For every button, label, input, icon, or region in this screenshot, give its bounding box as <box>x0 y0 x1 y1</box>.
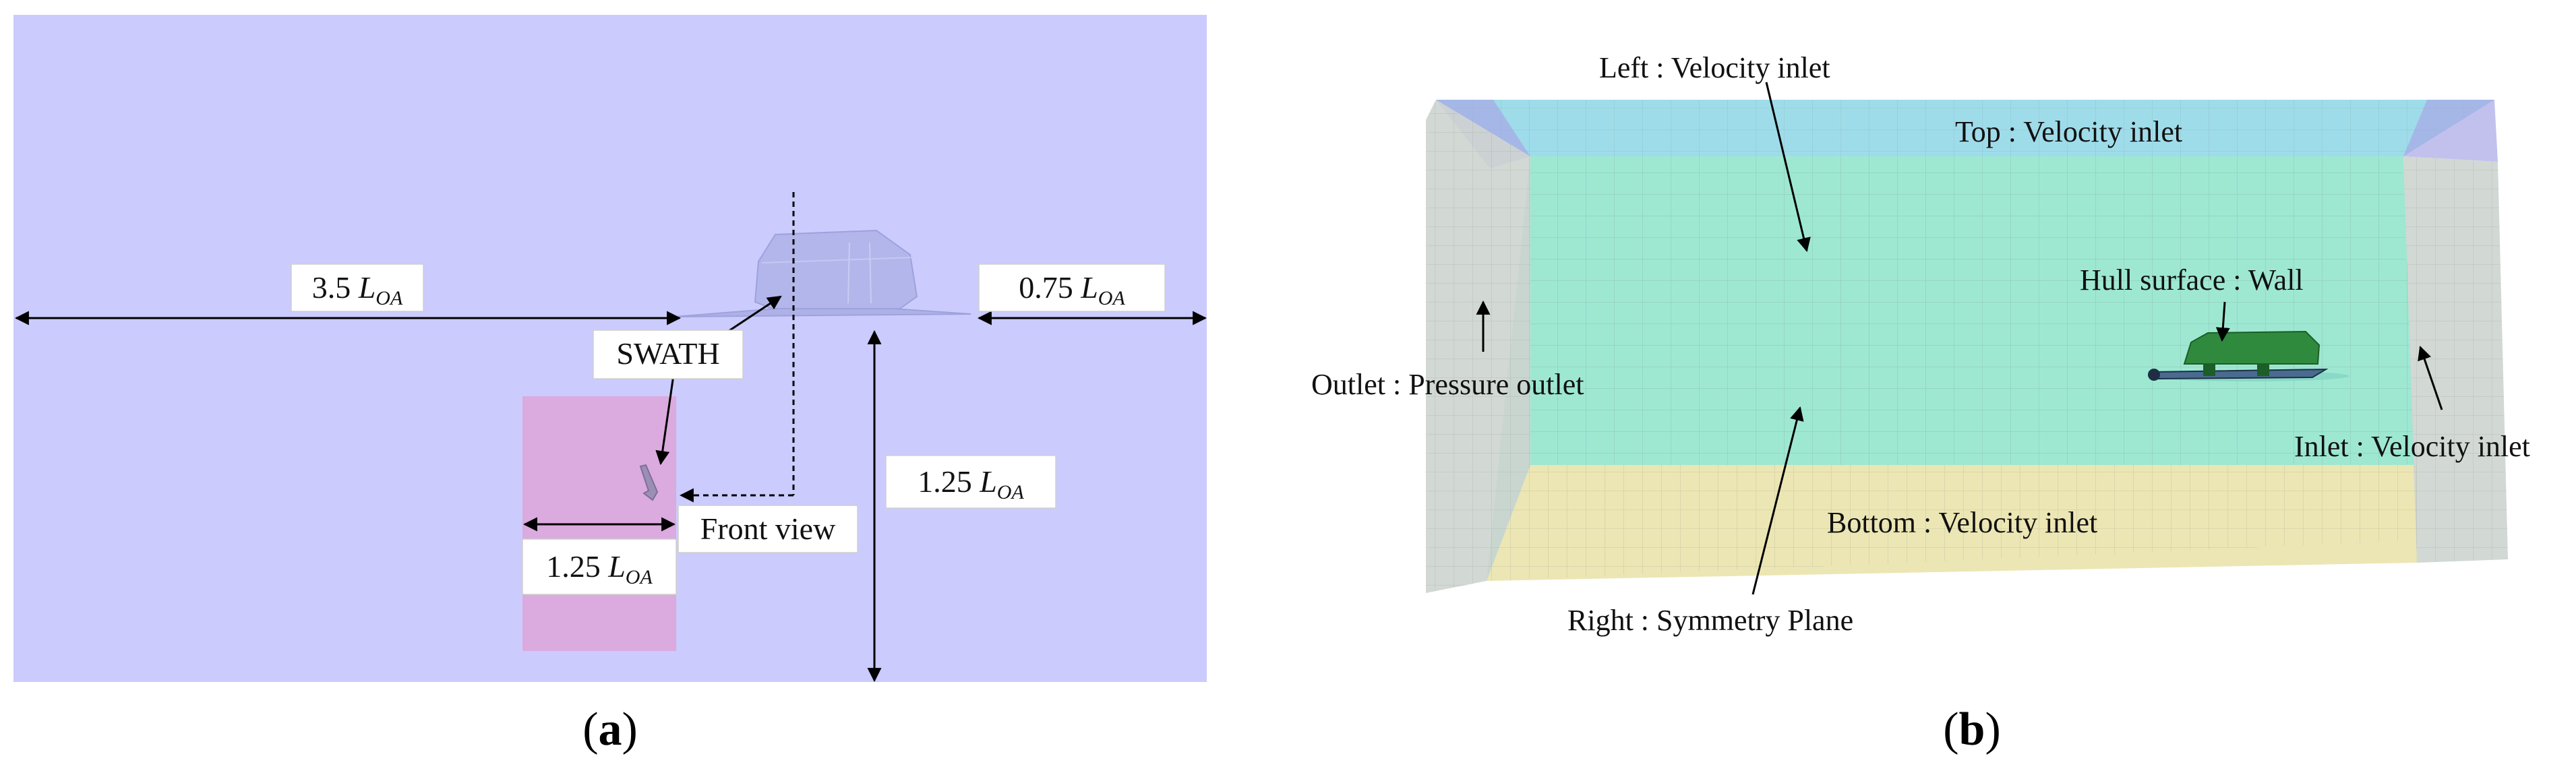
caption-a: (a) <box>582 704 638 755</box>
svg-text:Front view: Front view <box>700 511 836 546</box>
pointer-inlet <box>2418 346 2443 410</box>
label-right-boundary: Right : Symmetry Plane <box>1567 604 1853 637</box>
dim-label-left: 3.5 LOA <box>291 263 424 312</box>
pointer-hull <box>2215 301 2230 342</box>
label-bottom-boundary: Bottom : Velocity inlet <box>1827 506 2097 539</box>
label-left-boundary: Left : Velocity inlet <box>1599 51 1830 84</box>
svg-text:3.5 LOA: 3.5 LOA <box>312 270 403 309</box>
swath-leader-to-front <box>655 370 676 466</box>
dim-label-right: 0.75 LOA <box>978 263 1166 312</box>
svg-text:0.75 LOA: 0.75 LOA <box>1019 270 1125 309</box>
label-top-boundary: Top : Velocity inlet <box>1955 115 2182 148</box>
swath-hull-side-view <box>673 229 971 317</box>
panel-a: 3.5 LOA 0.75 LOA SWATH 1.25 LOA Front vi… <box>13 15 1207 755</box>
pointer-left <box>1765 82 1811 253</box>
svg-text:1.25 LOA: 1.25 LOA <box>546 549 653 588</box>
label-hull-boundary: Hull surface : Wall <box>2080 263 2304 297</box>
front-view-label: Front view <box>678 505 858 553</box>
svg-text:SWATH: SWATH <box>616 336 719 371</box>
label-outlet-boundary: Outlet : Pressure outlet <box>1311 368 1584 401</box>
pointer-right <box>1751 406 1804 595</box>
label-inlet-boundary: Inlet : Velocity inlet <box>2294 430 2530 463</box>
panel-b: Left : Velocity inlet Top : Velocity inl… <box>1311 51 2530 755</box>
caption-b: (b) <box>1943 704 2001 755</box>
swath-label: SWATH <box>593 330 744 379</box>
dim-label-front-width: 1.25 LOA <box>522 538 677 595</box>
swath-front-view-shape <box>639 464 659 501</box>
svg-text:1.25 LOA: 1.25 LOA <box>918 464 1024 503</box>
dim-label-vertical: 1.25 LOA <box>885 455 1056 509</box>
